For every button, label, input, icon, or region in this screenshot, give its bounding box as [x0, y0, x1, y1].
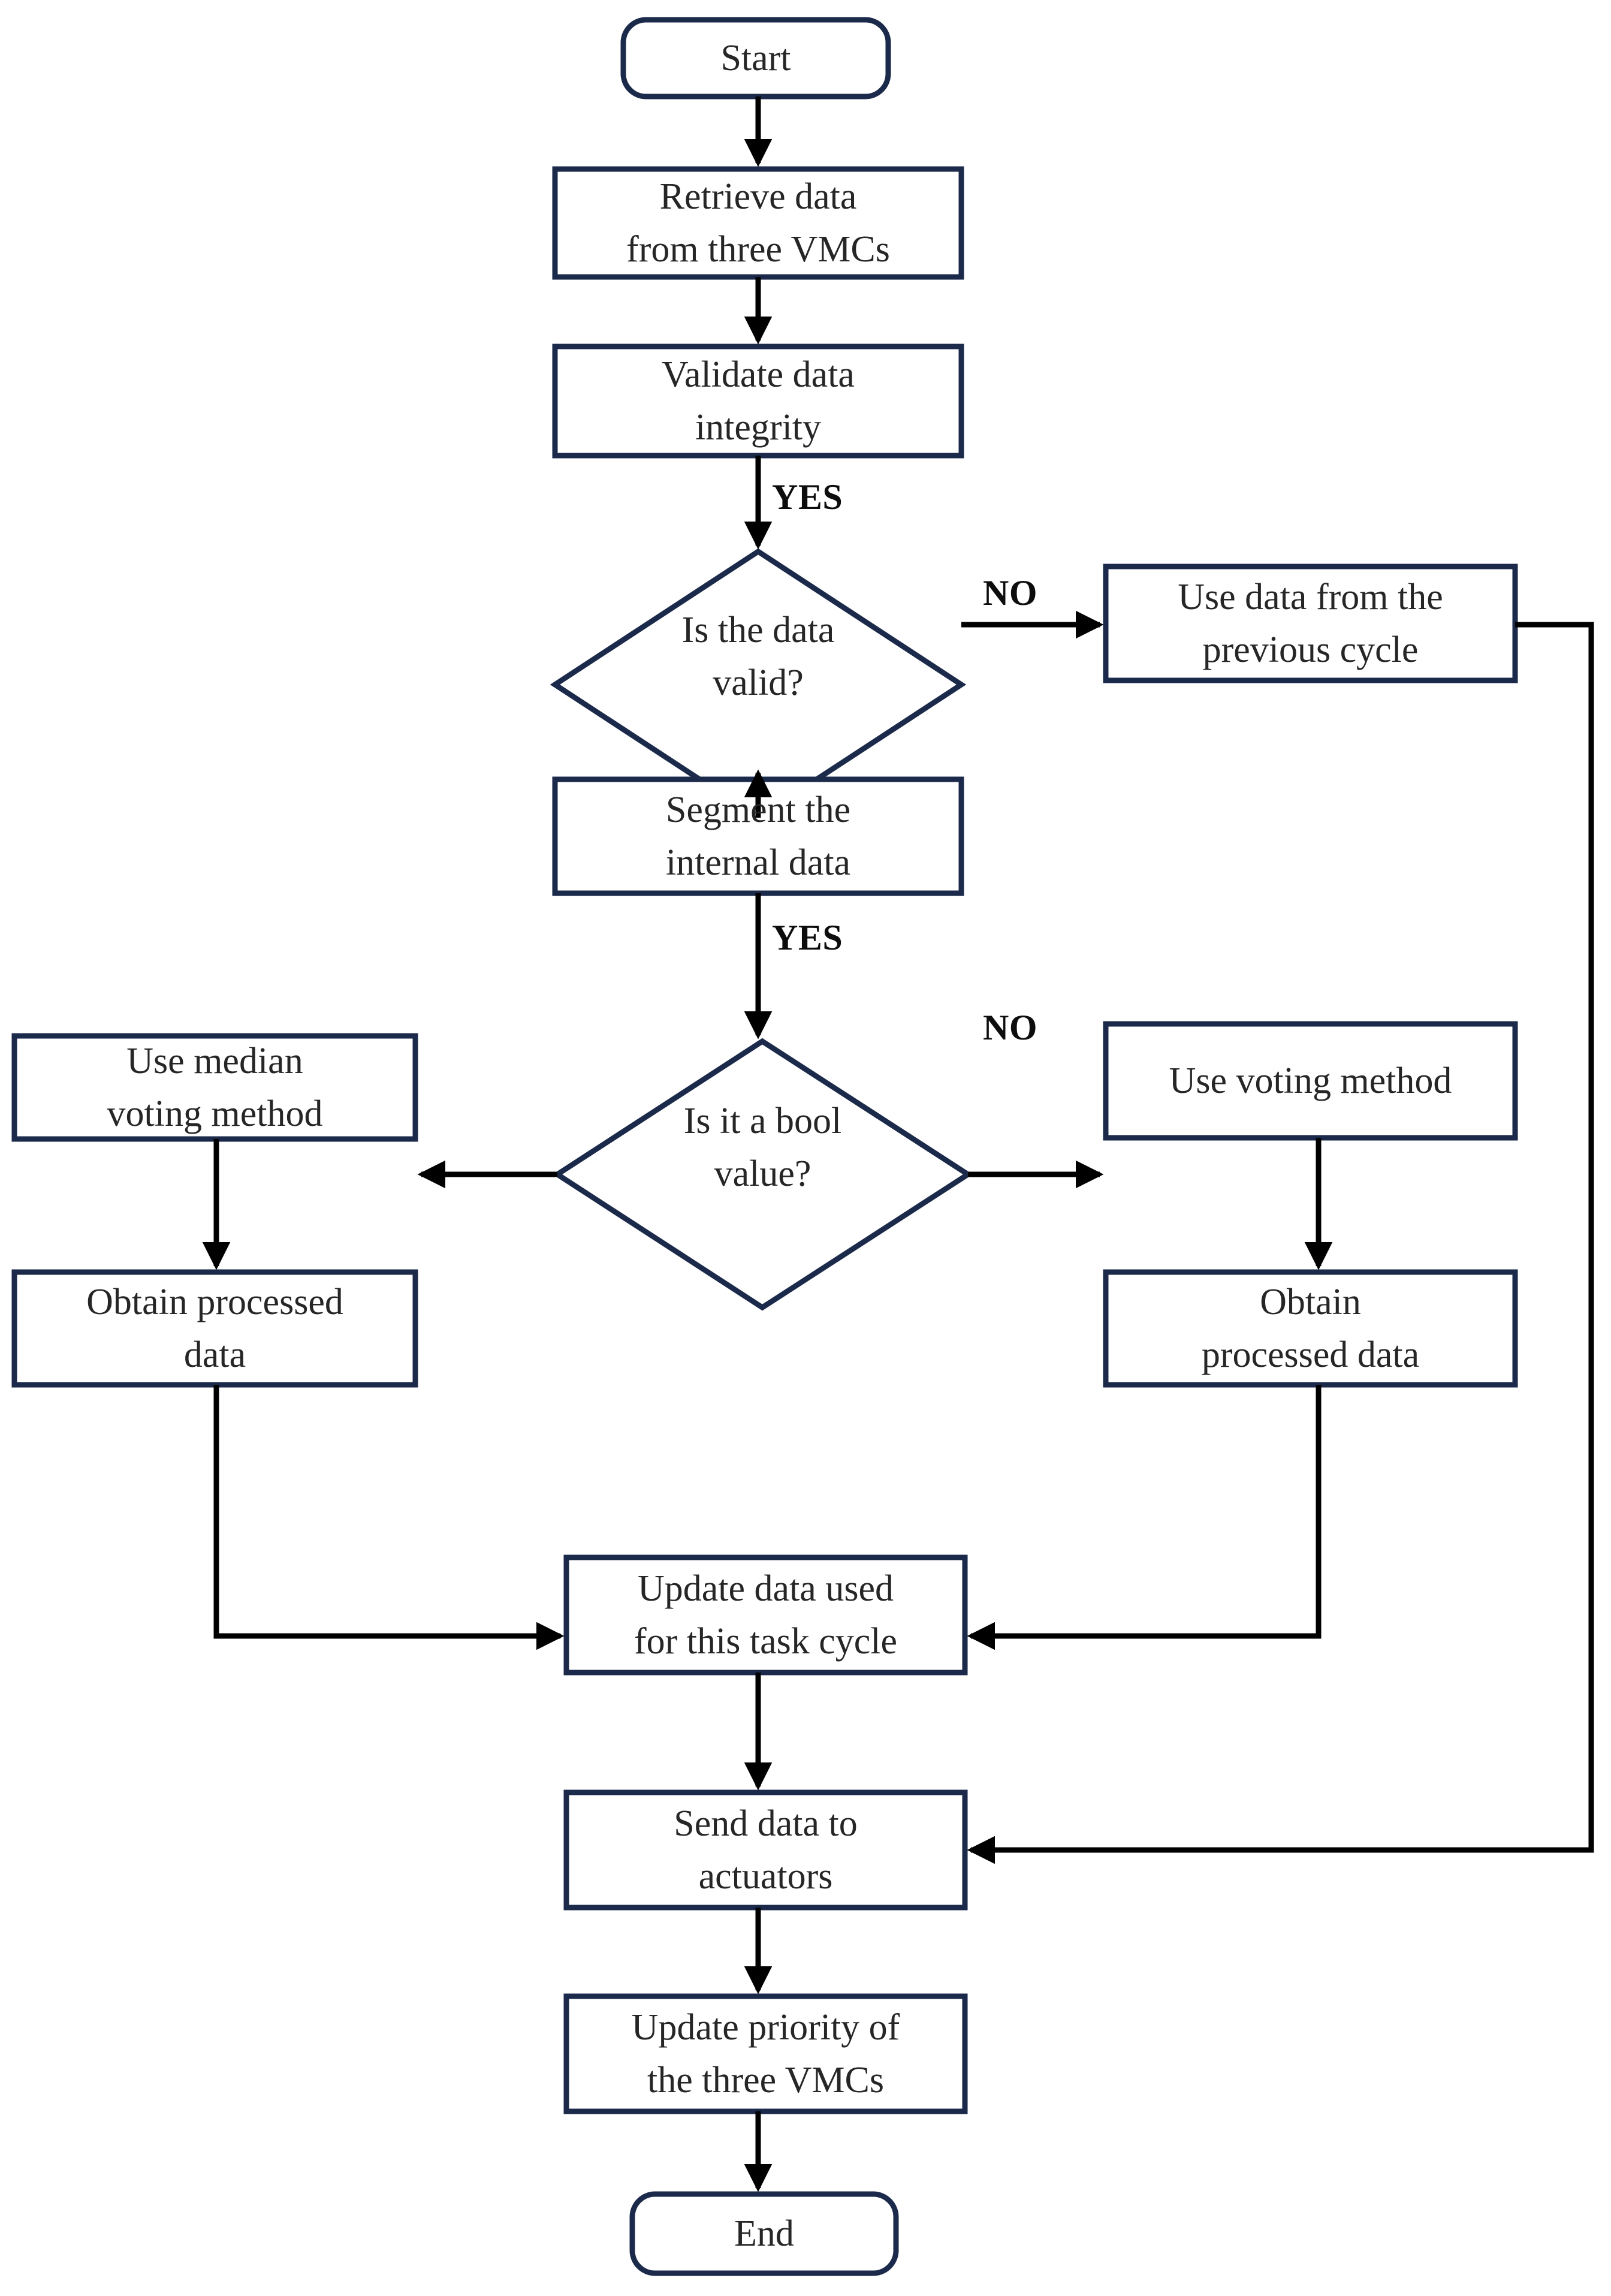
node-use-previous-shape[interactable]: [1103, 564, 1518, 683]
node-send-data-shape[interactable]: [563, 1789, 968, 1911]
edge-obtain-left-to-update-data: [213, 1385, 565, 1650]
edge-label-no-is-bool: NO: [983, 1008, 1037, 1047]
node-update-data-shape[interactable]: [563, 1554, 968, 1676]
edge-label-no-is-valid: NO: [983, 573, 1037, 613]
node-obtain-left-shape[interactable]: [11, 1269, 418, 1388]
node-start-shape[interactable]: [620, 17, 891, 100]
node-median-voting-shape[interactable]: [11, 1033, 418, 1142]
node-obtain-right-shape[interactable]: [1103, 1269, 1518, 1388]
edge-use-previous-to-send-data: [967, 622, 1594, 1864]
node-validate-shape[interactable]: [552, 344, 964, 459]
node-update-priority-shape[interactable]: [563, 1993, 968, 2114]
edge-label-yes-validate: YES: [772, 477, 843, 517]
edge-label-yes-segment: YES: [772, 918, 843, 957]
node-retrieve-shape[interactable]: [552, 166, 964, 280]
node-voting-shape[interactable]: [1103, 1021, 1518, 1141]
node-end-shape[interactable]: [629, 2191, 899, 2276]
edge-obtain-right-to-update-data: [967, 1385, 1322, 1650]
node-is-bool-shape[interactable]: [552, 1038, 973, 1311]
